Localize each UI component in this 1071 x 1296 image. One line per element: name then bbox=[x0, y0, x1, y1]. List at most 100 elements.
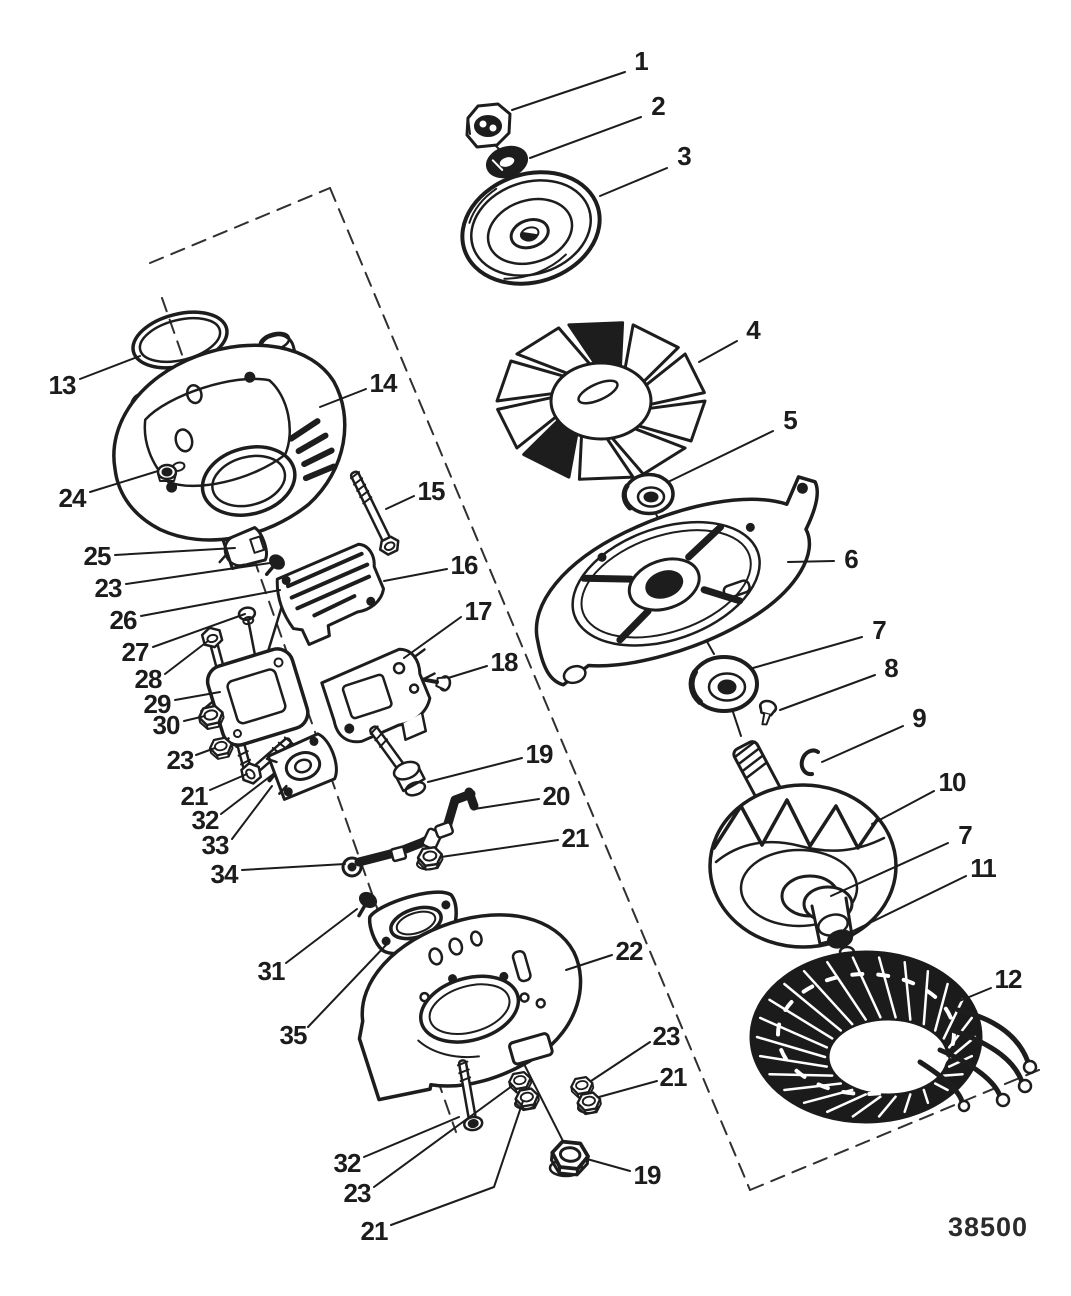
callout-label: 20 bbox=[543, 781, 570, 811]
callout-label: 16 bbox=[451, 550, 478, 580]
stator-coil-line bbox=[768, 998, 834, 1040]
part-screw bbox=[357, 891, 378, 918]
part-pulley-nut bbox=[465, 102, 512, 149]
callout-leader bbox=[183, 715, 206, 722]
callout-leader bbox=[586, 1158, 631, 1172]
part-nut bbox=[415, 844, 446, 873]
callout-label: 3 bbox=[677, 141, 691, 171]
callout-label: 2 bbox=[651, 91, 665, 121]
part-rectifier bbox=[275, 542, 385, 646]
callout-leader bbox=[473, 798, 540, 810]
stator-coil-line bbox=[758, 1054, 829, 1068]
callout-leader bbox=[590, 1041, 651, 1082]
callout-label: 7 bbox=[872, 615, 886, 645]
stator-coil-line bbox=[903, 960, 912, 1021]
callout-label: 29 bbox=[144, 689, 171, 719]
callout-leader bbox=[752, 636, 863, 669]
callout-leader bbox=[565, 954, 613, 971]
callout-leader bbox=[373, 1085, 513, 1188]
callout-label: 21 bbox=[181, 781, 208, 811]
part-stator bbox=[749, 950, 1038, 1124]
part-regulator bbox=[200, 647, 310, 753]
callout-leader bbox=[241, 863, 346, 871]
callout-leader bbox=[174, 691, 221, 701]
stator-coil-line bbox=[877, 956, 897, 1019]
drawing-number: 38500 bbox=[948, 1212, 1028, 1242]
callout-label: 23 bbox=[653, 1021, 680, 1051]
callout-label: 4 bbox=[746, 315, 761, 345]
callout-leader bbox=[220, 774, 273, 815]
callout-leader bbox=[821, 725, 904, 763]
callout-leader bbox=[956, 987, 992, 1003]
callout-label: 24 bbox=[59, 483, 87, 513]
callout-label: 21 bbox=[361, 1216, 388, 1246]
callout-leader bbox=[667, 430, 774, 483]
part-front-housing bbox=[534, 475, 819, 687]
callout-leader bbox=[195, 747, 216, 756]
callout-label: 32 bbox=[334, 1148, 361, 1178]
callout-label: 19 bbox=[634, 1160, 661, 1190]
callout-leader bbox=[114, 547, 236, 556]
callout-leader bbox=[125, 562, 271, 585]
callout-label: 31 bbox=[258, 956, 285, 986]
callout-leader bbox=[871, 790, 935, 825]
callout-label: 23 bbox=[167, 745, 194, 775]
callout-label: 9 bbox=[912, 703, 926, 733]
callout-label: 27 bbox=[122, 637, 149, 667]
callout-leader bbox=[140, 589, 281, 617]
part-rotor bbox=[708, 740, 898, 959]
stator-coil-line bbox=[755, 1035, 827, 1059]
callout-leader bbox=[427, 757, 523, 783]
callout-leader bbox=[599, 167, 668, 197]
callout-label: 23 bbox=[95, 573, 122, 603]
part-bearing-screw bbox=[758, 699, 778, 726]
callout-label: 10 bbox=[939, 767, 966, 797]
stator-coil-line bbox=[783, 1082, 843, 1092]
part-nut bbox=[550, 1141, 589, 1176]
part-rear-housing bbox=[112, 331, 347, 542]
callout-leader bbox=[209, 773, 248, 791]
stator-coil-line bbox=[949, 1035, 977, 1059]
callout-label: 14 bbox=[370, 368, 398, 398]
callout-label: 1 bbox=[634, 46, 648, 76]
callout-leader bbox=[231, 785, 273, 840]
part-adjusting-arm bbox=[341, 827, 443, 878]
part-pulley bbox=[460, 170, 602, 286]
callout-label: 34 bbox=[211, 859, 239, 889]
callout-label: 13 bbox=[49, 370, 76, 400]
callout-label: 19 bbox=[526, 739, 553, 769]
part-terminal-stud bbox=[369, 725, 427, 797]
callout-leader bbox=[385, 495, 415, 510]
part-bracket bbox=[434, 787, 479, 839]
callout-leader bbox=[779, 674, 876, 711]
callout-leader bbox=[152, 613, 246, 648]
callout-label: 26 bbox=[110, 605, 137, 635]
callout-leader bbox=[89, 470, 159, 493]
callout-label: 33 bbox=[202, 830, 229, 860]
stator-coil-line bbox=[826, 960, 867, 1021]
callout-leader bbox=[848, 875, 967, 934]
callout-label: 15 bbox=[418, 476, 445, 506]
stator-coil-line bbox=[783, 982, 843, 1032]
callout-leader bbox=[787, 560, 835, 563]
callout-label: 21 bbox=[660, 1062, 687, 1092]
callout-label: 12 bbox=[995, 964, 1022, 994]
callout-leader bbox=[285, 908, 358, 964]
part-screw bbox=[421, 675, 452, 692]
stator-leads bbox=[917, 1007, 1038, 1113]
callout-label: 17 bbox=[465, 596, 492, 626]
stator-coil-line bbox=[877, 1095, 897, 1118]
callout-label: 21 bbox=[562, 823, 589, 853]
part-retainer-ring bbox=[799, 748, 820, 777]
callout-leader bbox=[598, 1080, 658, 1098]
callout-label: 28 bbox=[135, 664, 162, 694]
callout-leader bbox=[447, 665, 488, 679]
part-through-bolt bbox=[349, 470, 400, 556]
part-end-cover bbox=[357, 913, 583, 1102]
callout-leader bbox=[164, 640, 209, 675]
callout-leader bbox=[511, 71, 626, 111]
callout-leader bbox=[307, 943, 388, 1028]
callout-leader bbox=[529, 116, 642, 159]
